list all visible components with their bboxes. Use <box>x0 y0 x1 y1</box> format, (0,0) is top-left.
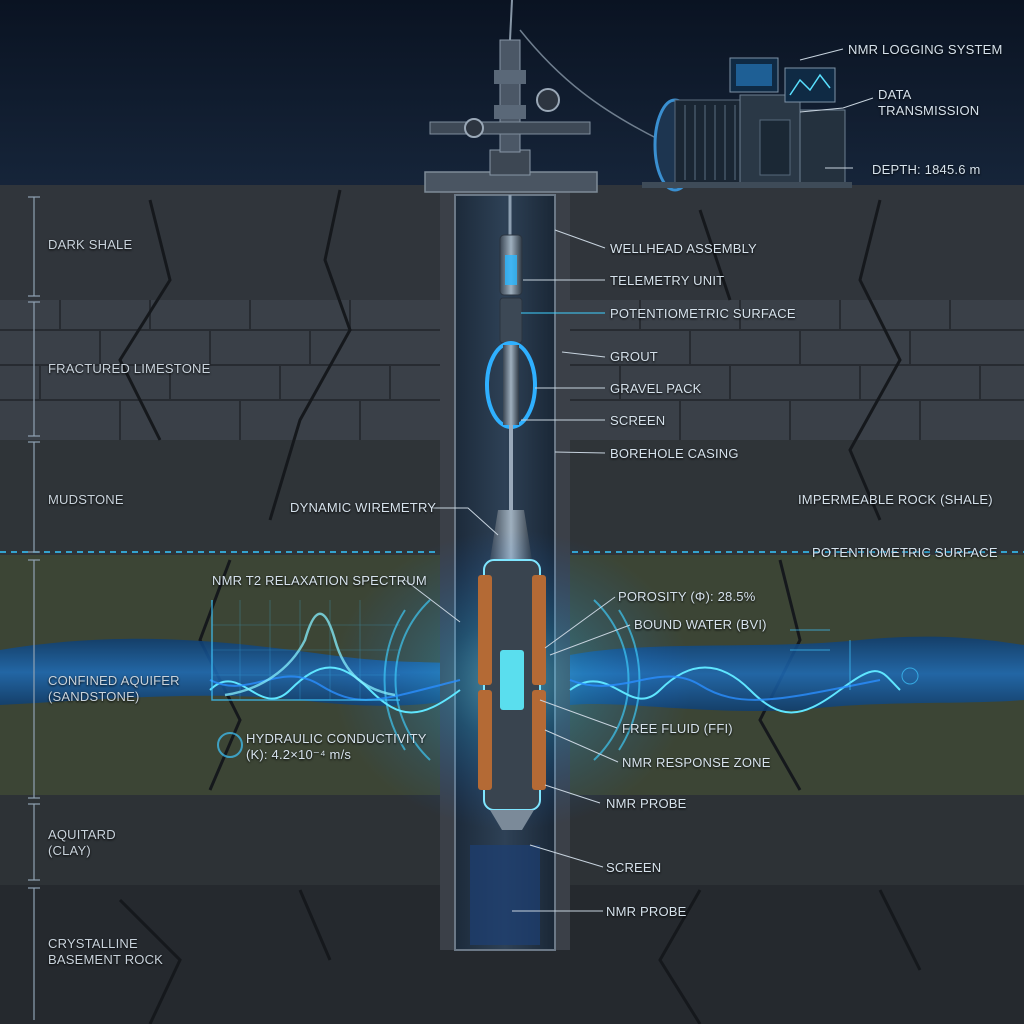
layer-label-crystalline-basement: CRYSTALLINE BASEMENT ROCK <box>48 936 164 967</box>
label-nmr-response-zone: NMR RESPONSE ZONE <box>622 755 771 770</box>
label-borehole-casing: BOREHOLE CASING <box>610 446 739 461</box>
label-grout: GROUT <box>610 349 658 364</box>
label-potentiometric-surface-outer: POTENTIOMETRIC SURFACE <box>812 545 998 560</box>
label-nmr-t2-spectrum: NMR T2 RELAXATION SPECTRUM <box>212 573 427 588</box>
wellhead-assembly <box>429 0 661 176</box>
layer-label-fractured-limestone: FRACTURED LIMESTONE <box>48 361 211 376</box>
label-wellhead-assembly: WELLHEAD ASSEMBLY <box>610 241 757 256</box>
label-telemetry-unit: TELEMETRY UNIT <box>610 273 725 288</box>
nmr-probe <box>478 559 546 830</box>
label-nmr-probe-1: NMR PROBE <box>606 796 687 811</box>
layer-label-dark-shale: DARK SHALE <box>48 237 133 252</box>
layer-label-mudstone: MUDSTONE <box>48 492 124 507</box>
label-screen-2: SCREEN <box>606 860 662 875</box>
nmr-logging-system <box>642 57 852 192</box>
label-bound-water: BOUND WATER (BVI) <box>634 617 767 632</box>
label-impermeable-rock: IMPERMEABLE ROCK (SHALE) <box>798 492 993 507</box>
layer-label-confined-aquifer: CONFINED AQUIFER (SANDSTONE) <box>48 673 180 704</box>
label-data-transmission: DATA TRANSMISSION <box>878 87 980 118</box>
label-hydraulic-conductivity: HYDRAULIC CONDUCTIVITY (K): 4.2×10⁻⁴ m/s <box>246 731 427 762</box>
label-dynamic-wiremetry: DYNAMIC WIREMETRY <box>290 500 437 515</box>
label-screen: SCREEN <box>610 413 666 428</box>
label-gravel-pack: GRAVEL PACK <box>610 381 702 396</box>
label-nmr-logging-system: NMR LOGGING SYSTEM <box>848 42 1003 57</box>
label-potentiometric-surface-inner: POTENTIOMETRIC SURFACE <box>610 306 796 321</box>
label-porosity: POROSITY (Φ): 28.5% <box>618 589 756 604</box>
label-nmr-probe-2: NMR PROBE <box>606 904 687 919</box>
label-free-fluid: FREE FLUID (FFI) <box>622 721 733 736</box>
layer-label-aquitard: AQUITARD (CLAY) <box>48 827 116 858</box>
label-depth: DEPTH: 1845.6 m <box>872 162 981 177</box>
